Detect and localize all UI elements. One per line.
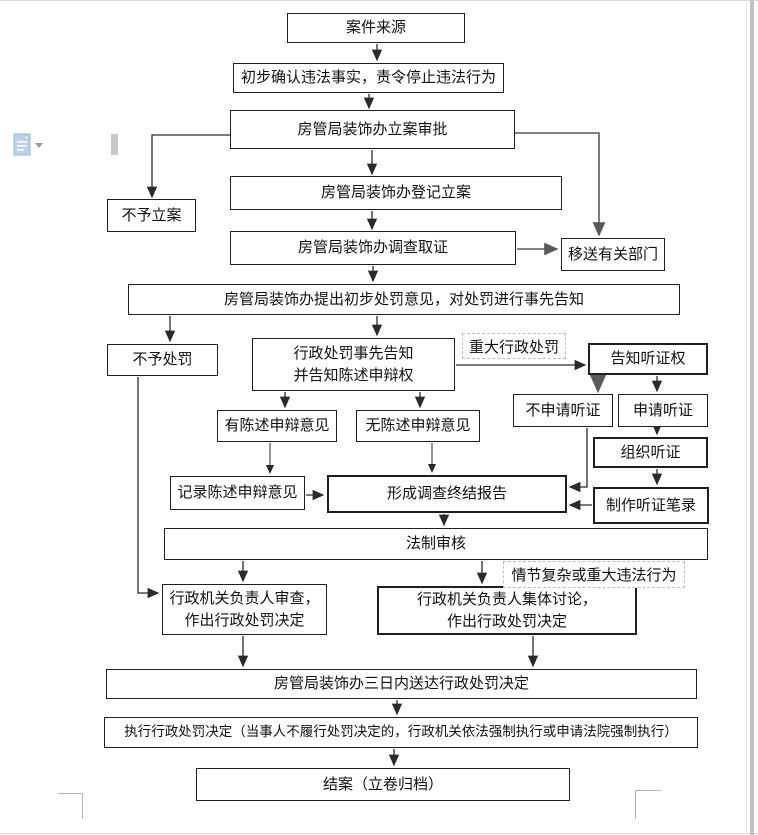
node-organize-hearing[interactable]: 组织听证 xyxy=(593,437,708,468)
page-margin-corner-left xyxy=(58,793,83,819)
node-no-statement[interactable]: 无陈述申辩意见 xyxy=(356,410,480,442)
page-margin-corner-right xyxy=(635,790,661,819)
node-initial-confirm[interactable]: 初步确认违法事实，责令停止违法行为 xyxy=(233,63,504,93)
node-no-penalty[interactable]: 不予处罚 xyxy=(107,344,218,376)
node-hearing-request[interactable]: 申请听证 xyxy=(618,394,708,427)
page-right-edge xyxy=(750,0,754,835)
node-has-statement[interactable]: 有陈述申辩意见 xyxy=(217,410,337,442)
paste-options-dropdown-icon[interactable] xyxy=(35,143,43,148)
node-close-case[interactable]: 结案（立卷归档） xyxy=(196,768,570,801)
node-no-case[interactable]: 不予立案 xyxy=(107,199,196,232)
node-case-approval[interactable]: 房管局装饰办立案审批 xyxy=(230,110,515,149)
paste-options-button[interactable] xyxy=(13,133,45,157)
node-final-report[interactable]: 形成调查终结报告 xyxy=(327,475,567,513)
node-investigate[interactable]: 房管局装饰办调查取证 xyxy=(230,231,516,265)
node-leader-review[interactable]: 行政机关负责人审查， 作出行政处罚决定 xyxy=(162,584,327,635)
node-preliminary-opinion[interactable]: 房管局装饰办提出初步处罚意见，对处罚进行事先告知 xyxy=(128,284,680,315)
arrow-approval-to-transfer xyxy=(515,132,606,237)
page-bottom-edge xyxy=(0,833,758,834)
node-no-hearing-request[interactable]: 不申请听证 xyxy=(513,394,613,427)
insertion-bar xyxy=(111,134,118,155)
node-execute-decision[interactable]: 执行行政处罚决定（当事人不履行处罚决定的，行政机关依法强制执行或申请法院强制执行… xyxy=(104,717,698,748)
page-right-edge-gap xyxy=(746,0,747,835)
node-case-source[interactable]: 案件来源 xyxy=(287,13,465,43)
arrow-approval-to-no-case xyxy=(146,134,230,199)
node-deliver-decision[interactable]: 房管局装饰办三日内送达行政处罚决定 xyxy=(106,669,697,699)
node-collective-discussion[interactable]: 行政机关负责人集体讨论， 作出行政处罚决定 xyxy=(377,586,637,635)
node-notify-hearing-right[interactable]: 告知听证权 xyxy=(588,343,708,375)
node-record-statement[interactable]: 记录陈述申辩意见 xyxy=(170,476,305,510)
clipboard-paste-options-icon xyxy=(13,133,31,156)
node-register-case[interactable]: 房管局装饰办登记立案 xyxy=(230,176,562,210)
label-major-penalty: 重大行政处罚 xyxy=(462,333,566,359)
node-transfer[interactable]: 移送有关部门 xyxy=(561,238,665,271)
node-hearing-record[interactable]: 制作听证笔录 xyxy=(593,487,709,524)
arrow-no-penalty-to-leader xyxy=(137,377,160,599)
node-prior-notice[interactable]: 行政处罚事先告知 并告知陈述申辩权 xyxy=(252,338,455,391)
page-top-edge xyxy=(0,0,758,1)
arrow-no-request-to-report xyxy=(568,428,588,493)
node-legal-review[interactable]: 法制审核 xyxy=(164,528,708,560)
label-complex-case: 情节复杂或重大违法行为 xyxy=(503,561,685,588)
